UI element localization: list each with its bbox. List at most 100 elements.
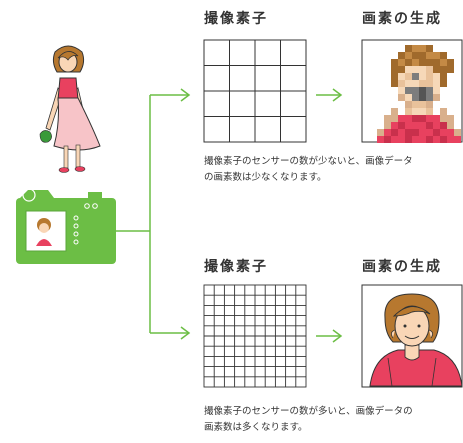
pixel-cell (426, 136, 433, 143)
pixel-cell (447, 122, 454, 129)
pixel-cell (426, 87, 433, 94)
pixel-cell (419, 66, 426, 73)
pixel-cell (384, 136, 391, 143)
pixel-cell (426, 94, 433, 101)
pixel-cell (377, 136, 384, 143)
pixel-cell (412, 45, 419, 52)
pixel-cell (377, 129, 384, 136)
pixel-cell (398, 94, 405, 101)
pixel-cell (419, 52, 426, 59)
pixel-cell (391, 108, 398, 115)
camera-icon (16, 188, 116, 264)
pixel-cell (440, 52, 447, 59)
pixel-cell (419, 87, 426, 94)
pixel-cell (398, 59, 405, 66)
pixel-cell (426, 66, 433, 73)
girl-illustration (39, 45, 101, 173)
pixel-cell (412, 115, 419, 122)
sensor-heading-bottom: 撮像素子 (204, 259, 268, 275)
pixel-cell (433, 115, 440, 122)
pixel-cell (391, 80, 398, 87)
pixel-cell (433, 136, 440, 143)
pixel-cell (419, 115, 426, 122)
pixel-cell (391, 59, 398, 66)
pixel-cell (412, 87, 419, 94)
pixel-cell (405, 122, 412, 129)
pixel-cell (384, 129, 391, 136)
pixel-cell (419, 94, 426, 101)
caption-top-line1: 撮像素子のセンサーの数が少ないと、画像データ (204, 156, 413, 167)
caption-bottom-line2: 画素数は多くなります。 (204, 422, 308, 433)
pixel-cell (412, 101, 419, 108)
pixel-cell (433, 80, 440, 87)
pixel-cell (433, 52, 440, 59)
pixel-cell (405, 80, 412, 87)
pixel-cell (405, 45, 412, 52)
pixel-cell (447, 66, 454, 73)
pixel-cell (391, 73, 398, 80)
pixel-cell (398, 73, 405, 80)
pixel-cell (405, 52, 412, 59)
pixel-cell (426, 59, 433, 66)
coarse-sensor-grid (203, 39, 307, 143)
caption-bottom: 撮像素子のセンサーの数が多いと、画像データの 画素数は多くなります。 (204, 404, 413, 436)
pixel-cell (426, 52, 433, 59)
caption-top: 撮像素子のセンサーの数が少ないと、画像データ の画素数は少なくなります。 (204, 154, 413, 186)
pixel-cell (419, 108, 426, 115)
pixel-cell (426, 45, 433, 52)
pixel-cell (454, 136, 461, 143)
pixel-cell (391, 122, 398, 129)
pixel-cell (440, 108, 447, 115)
pixel-cell (405, 94, 412, 101)
pixel-cell (419, 45, 426, 52)
arrow-icon (316, 88, 343, 343)
pixel-cell (447, 136, 454, 143)
pixel-cell (419, 59, 426, 66)
pixel-cell (426, 80, 433, 87)
smooth-portrait (361, 284, 463, 388)
pixel-cell (447, 59, 454, 66)
pixel-cell (398, 66, 405, 73)
pixel-cell (440, 129, 447, 136)
pixel-cell (426, 115, 433, 122)
pixel-cell (419, 80, 426, 87)
pixel-cell (440, 136, 447, 143)
pixel-cell (440, 73, 447, 80)
pixel-cell (426, 129, 433, 136)
pixel-cell (440, 80, 447, 87)
pixel-cell (398, 129, 405, 136)
pixel-cell (391, 129, 398, 136)
pixel-cell (398, 87, 405, 94)
pixel-cell (419, 73, 426, 80)
pixel-cell (412, 59, 419, 66)
sensor-heading-top: 撮像素子 (204, 11, 268, 27)
pixel-cell (384, 115, 391, 122)
caption-bottom-line1: 撮像素子のセンサーの数が多いと、画像データの (204, 406, 413, 417)
pixel-cell (412, 80, 419, 87)
pixel-cell (405, 101, 412, 108)
pixel-cell (440, 66, 447, 73)
pixel-cell (433, 59, 440, 66)
pixel-cell (412, 122, 419, 129)
pixel-cell (398, 115, 405, 122)
pixel-cell (398, 52, 405, 59)
pixel-cell (454, 129, 461, 136)
pixel-cell (405, 108, 412, 115)
pixel-cell (426, 122, 433, 129)
pixel-cell (447, 115, 454, 122)
pixel-cell (412, 108, 419, 115)
pixel-cell (419, 136, 426, 143)
pixel-cell (433, 122, 440, 129)
pixel-cell (440, 122, 447, 129)
pixel-cell (433, 73, 440, 80)
pixel-cell (405, 59, 412, 66)
pixel-cell (440, 59, 447, 66)
pixel-cell (391, 136, 398, 143)
pixel-cell (391, 115, 398, 122)
pixel-cell (426, 108, 433, 115)
pixel-cell (433, 66, 440, 73)
pixel-cell (433, 129, 440, 136)
pixel-cell (412, 52, 419, 59)
pixel-cell (433, 94, 440, 101)
